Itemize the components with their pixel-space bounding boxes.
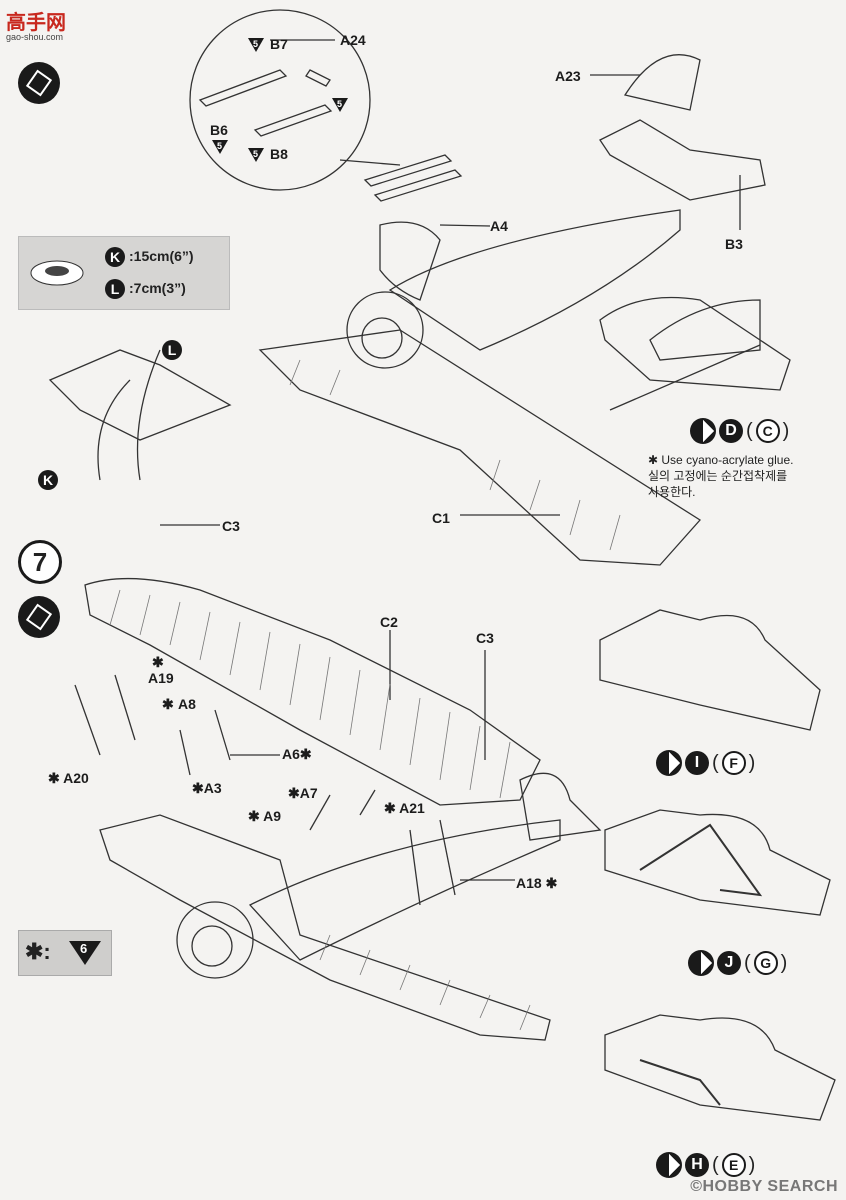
- label-a6: A6✱: [282, 746, 312, 762]
- badge5-b6: 5: [217, 141, 222, 151]
- direction-diamond-icon: [656, 1152, 682, 1178]
- glue-icon: [18, 596, 60, 638]
- detail-circle: [189, 9, 371, 191]
- thread-k-length: :15cm(6”): [129, 248, 194, 264]
- badge5-b7: 5: [253, 39, 258, 49]
- label-a19: A19: [148, 670, 174, 686]
- wire-k-badge: K: [38, 470, 58, 490]
- label-b6: B6: [210, 122, 228, 138]
- label-a20: ✱ A20: [48, 770, 89, 786]
- thread-l-length: :7cm(3”): [129, 280, 186, 296]
- label-a9: ✱ A9: [248, 808, 281, 824]
- color-triangle-icon: [69, 941, 101, 965]
- label-a21: ✱ A21: [384, 800, 425, 816]
- label-a4: A4: [490, 218, 508, 234]
- label-a3: ✱A3: [192, 780, 222, 796]
- thread-l-badge: L: [105, 279, 125, 299]
- direction-diamond-icon: [656, 750, 682, 776]
- paint-color-number: 6: [80, 941, 88, 956]
- ref-badge-i: I(F): [656, 750, 755, 776]
- paint-star: ✱:: [25, 939, 51, 964]
- badge5-b8: 5: [253, 149, 258, 159]
- ref-badge-j: J(G): [688, 950, 787, 976]
- watermark: ©HOBBY SEARCH: [690, 1178, 838, 1195]
- thread-length-box: K :15cm(6”) L :7cm(3”): [18, 236, 230, 310]
- step-number-7: 7: [18, 540, 62, 584]
- wire-l-badge: L: [162, 340, 182, 360]
- label-c2: C2: [380, 614, 398, 630]
- label-b3: B3: [725, 236, 743, 252]
- label-c3-top: C3: [222, 518, 240, 534]
- label-a19-star: ✱: [152, 654, 164, 670]
- label-c3-right: C3: [476, 630, 494, 646]
- label-a24: A24: [340, 32, 366, 48]
- ref-badge-h: H(E): [656, 1152, 755, 1178]
- label-c1: C1: [432, 510, 450, 526]
- thread-k-badge: K: [105, 247, 125, 267]
- label-a7: ✱A7: [288, 785, 318, 801]
- label-b8: B8: [270, 146, 288, 162]
- label-a18: A18 ✱: [516, 875, 558, 891]
- badge5-a24: 5: [337, 99, 342, 109]
- label-b7: B7: [270, 36, 288, 52]
- direction-diamond-icon: [690, 418, 716, 444]
- label-a8-star: ✱: [162, 696, 174, 712]
- glue-note: ✱ Use cyano-acrylate glue. 실의 고정에는 순간접착제…: [648, 453, 794, 499]
- direction-diamond-icon: [688, 950, 714, 976]
- label-a8: A8: [178, 696, 196, 712]
- ref-badge-d: D(C): [690, 418, 789, 444]
- glue-icon: [18, 62, 60, 104]
- thread-spool-icon: [30, 260, 84, 286]
- label-a23: A23: [555, 68, 581, 84]
- paint-color-box: ✱: 6: [18, 930, 112, 976]
